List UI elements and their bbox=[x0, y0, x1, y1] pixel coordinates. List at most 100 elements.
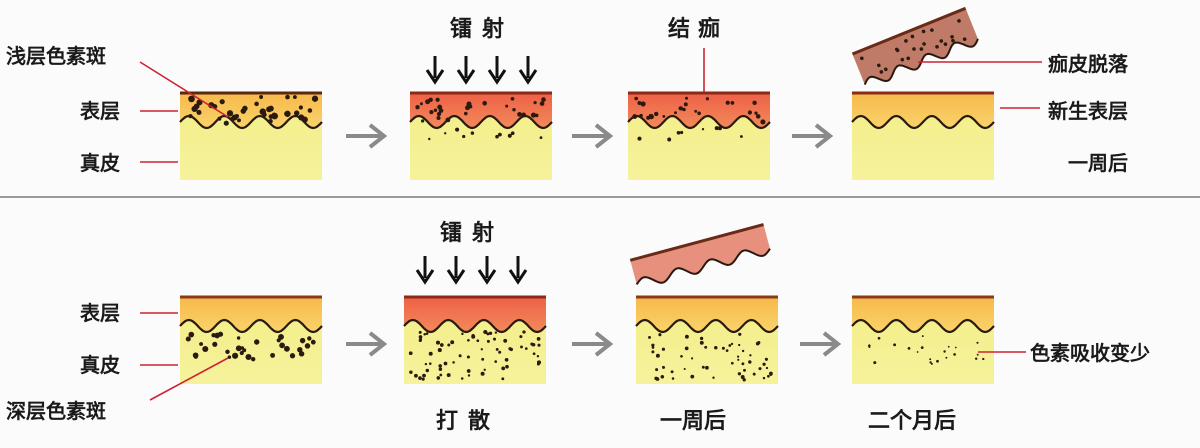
pigment-dot bbox=[279, 342, 285, 349]
pigment-dot bbox=[537, 343, 541, 347]
pigment-dot bbox=[904, 39, 908, 43]
falling-scab-bottom bbox=[629, 223, 771, 285]
scab-wave-edge bbox=[635, 248, 771, 285]
pigment-dot bbox=[639, 113, 643, 118]
pigment-dot bbox=[495, 134, 499, 139]
scab-piece bbox=[851, 6, 979, 86]
pigment-dot bbox=[661, 347, 666, 351]
label-new-epidermis: 新生表层 bbox=[1048, 99, 1128, 123]
pigment-dot bbox=[728, 344, 732, 347]
pigment-dot bbox=[536, 337, 541, 341]
pigment-dot bbox=[301, 116, 308, 123]
pigment-dot bbox=[267, 105, 274, 112]
laser-arrow-head bbox=[446, 269, 466, 285]
pigment-dot bbox=[701, 128, 705, 131]
bottom-panel-4 bbox=[851, 295, 995, 384]
pigment-dot bbox=[467, 338, 470, 342]
process-arrow-bottom-2 bbox=[572, 331, 614, 357]
pigment-dot bbox=[236, 336, 241, 340]
pigment-dot bbox=[483, 368, 486, 371]
pigment-dot bbox=[254, 101, 259, 107]
pigment-dot bbox=[424, 362, 428, 366]
pigment-dot bbox=[683, 102, 688, 107]
pigment-dot bbox=[680, 354, 683, 358]
pigment-dot bbox=[503, 338, 508, 343]
pigment-dot bbox=[860, 56, 864, 61]
process-arrow-bottom-1 bbox=[346, 331, 388, 357]
pigment-dot bbox=[429, 362, 432, 365]
pigment-dot bbox=[494, 360, 498, 363]
pigment-dot bbox=[738, 343, 741, 347]
pigment-dot bbox=[304, 343, 311, 349]
pigment-dot bbox=[239, 350, 244, 356]
pigment-dot bbox=[730, 361, 734, 365]
pigment-dot bbox=[660, 375, 665, 379]
pigment-dot bbox=[271, 112, 277, 118]
pigment-dot bbox=[471, 334, 476, 339]
pigment-dot bbox=[953, 353, 956, 356]
pigment-dot bbox=[922, 42, 926, 46]
pigment-dot bbox=[667, 137, 672, 142]
pigment-dot bbox=[936, 359, 939, 363]
pigment-dot bbox=[651, 343, 655, 347]
pigment-dot bbox=[683, 367, 686, 371]
arrow-head bbox=[814, 123, 834, 149]
pigment-dot bbox=[982, 357, 985, 361]
pigment-dot bbox=[976, 353, 979, 356]
pigment-dot bbox=[957, 19, 961, 23]
bottom-laser-arrows bbox=[415, 256, 528, 285]
pigment-dot bbox=[755, 114, 761, 119]
label-superficial-pigment: 浅层色素斑 bbox=[6, 44, 106, 68]
pigment-dot bbox=[717, 126, 722, 131]
pigment-dot bbox=[906, 56, 911, 61]
pigment-dot bbox=[682, 107, 686, 112]
pigment-dot bbox=[712, 376, 715, 379]
pigment-dot bbox=[943, 42, 948, 46]
pigment-dot bbox=[446, 373, 451, 378]
pigment-dot bbox=[921, 29, 926, 34]
pigment-dot bbox=[539, 101, 545, 106]
scab-top-edge bbox=[629, 223, 764, 262]
pigment-dot bbox=[714, 345, 718, 350]
pigment-dot bbox=[512, 107, 516, 112]
pigment-dot bbox=[458, 354, 462, 358]
pigment-dot bbox=[293, 110, 300, 116]
pigment-dot bbox=[188, 331, 195, 338]
pigment-dot bbox=[447, 343, 451, 347]
pigment-dot bbox=[420, 119, 425, 123]
pigment-dot bbox=[235, 345, 242, 352]
pigment-dot bbox=[219, 99, 225, 105]
pigment-dot bbox=[480, 348, 483, 351]
arrow-head bbox=[368, 123, 388, 149]
pigment-dot bbox=[658, 333, 662, 337]
pigment-dot bbox=[299, 337, 306, 344]
pigment-dot bbox=[758, 367, 762, 371]
label-pigment-absorbed: 色素吸收变少 bbox=[1030, 341, 1150, 365]
pigment-dot bbox=[539, 136, 543, 140]
pigment-dot bbox=[470, 131, 475, 135]
pigment-dot bbox=[947, 345, 950, 348]
pigment-dot bbox=[743, 368, 746, 372]
pigment-dot bbox=[884, 67, 888, 72]
pigment-dot bbox=[769, 373, 773, 376]
pigment-dot bbox=[530, 342, 534, 346]
process-arrow-top-3 bbox=[792, 123, 834, 149]
pigment-dot bbox=[747, 110, 753, 115]
pigment-dot bbox=[530, 112, 537, 118]
pigment-dot bbox=[498, 132, 502, 137]
laser-arrow-head bbox=[487, 69, 507, 85]
pigment-dot bbox=[227, 355, 232, 359]
pigment-dot bbox=[916, 351, 919, 353]
pigment-dot bbox=[435, 97, 440, 102]
pigment-dot bbox=[962, 37, 967, 41]
pigment-dot bbox=[494, 331, 498, 334]
pigment-dot bbox=[943, 350, 946, 353]
pigment-dot bbox=[439, 373, 443, 377]
pigment-dot bbox=[697, 111, 701, 116]
bottom-panel-1 bbox=[179, 295, 323, 384]
pigment-dot bbox=[634, 96, 639, 101]
pigment-dot bbox=[445, 117, 451, 123]
pigment-dot bbox=[704, 345, 708, 349]
pigment-dot bbox=[504, 357, 509, 362]
pigment-dot bbox=[435, 340, 441, 345]
